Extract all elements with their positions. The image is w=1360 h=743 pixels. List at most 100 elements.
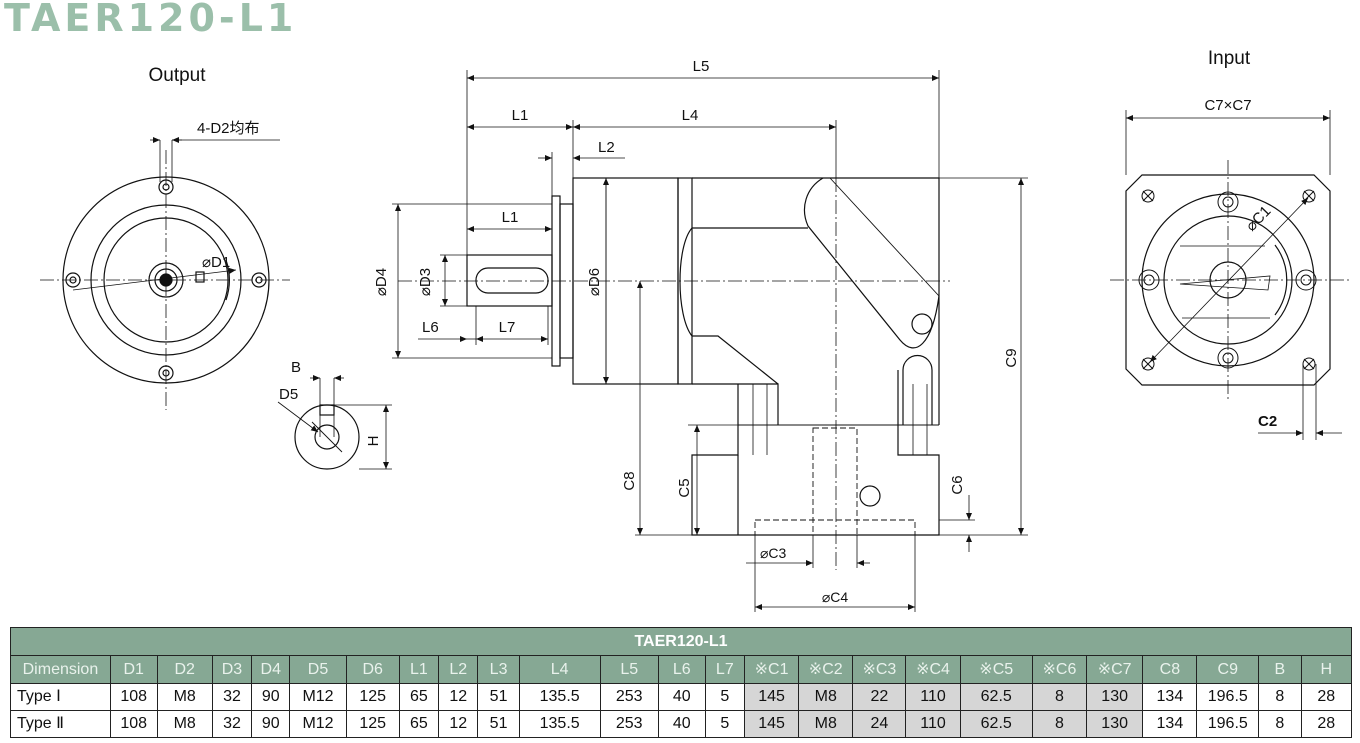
table-cell: 253 bbox=[599, 683, 659, 711]
column-header: D6 bbox=[345, 655, 400, 684]
table-cell: M8 bbox=[156, 683, 213, 711]
column-header: ※C5 bbox=[959, 655, 1033, 684]
dim-D6: ⌀D6 bbox=[586, 268, 603, 296]
column-header: D1 bbox=[109, 655, 158, 684]
row-label: Type Ⅰ bbox=[10, 683, 111, 711]
table-cell: 24 bbox=[852, 710, 907, 738]
dim-C5: C5 bbox=[676, 478, 693, 497]
table-cell: 134 bbox=[1142, 710, 1198, 738]
dim-B: B bbox=[291, 359, 301, 376]
table-cell: M8 bbox=[156, 710, 213, 738]
table-caption-row: TAER120-L1 bbox=[10, 627, 1352, 656]
column-header: D4 bbox=[251, 655, 291, 684]
column-header: D5 bbox=[289, 655, 347, 684]
table-cell: 134 bbox=[1142, 683, 1198, 711]
dim-D3: ⌀D3 bbox=[417, 268, 434, 296]
dim-L1-top: L1 bbox=[512, 107, 529, 124]
side-view: L5 L1 L4 L2 L1 L6 L7 ⌀D4 ⌀D3 bbox=[373, 58, 1028, 612]
column-header: ※C3 bbox=[852, 655, 907, 684]
row-label: Type Ⅱ bbox=[10, 710, 111, 738]
dim-H: H bbox=[365, 436, 382, 447]
table-cell: 40 bbox=[657, 683, 706, 711]
column-header: D2 bbox=[156, 655, 213, 684]
column-header: C8 bbox=[1142, 655, 1198, 684]
dim-C4: ⌀C4 bbox=[822, 589, 849, 605]
table-cell: M12 bbox=[289, 683, 347, 711]
table-cell: 196.5 bbox=[1196, 683, 1260, 711]
table-cell: 130 bbox=[1085, 710, 1144, 738]
table-cell: 32 bbox=[211, 683, 253, 711]
table-cell: 108 bbox=[109, 710, 158, 738]
column-header: Dimension bbox=[10, 655, 111, 684]
key-section: B D5 H bbox=[277, 359, 392, 470]
dim-D5: D5 bbox=[279, 386, 298, 403]
table-cell: 125 bbox=[345, 710, 400, 738]
column-header: L7 bbox=[704, 655, 745, 684]
dim-C3: ⌀C3 bbox=[760, 545, 787, 561]
table-cell: 110 bbox=[905, 710, 961, 738]
column-header: H bbox=[1300, 655, 1353, 684]
table-cell: 51 bbox=[477, 710, 520, 738]
input-view: Input ⌀C1 C7×C7 C2 bbox=[1110, 48, 1350, 440]
table-cell: 8 bbox=[1258, 710, 1302, 738]
dim-D4: ⌀D4 bbox=[373, 268, 390, 296]
table-cell: 62.5 bbox=[959, 683, 1033, 711]
table-cell: 12 bbox=[438, 683, 479, 711]
table-cell: 32 bbox=[211, 710, 253, 738]
table-cell: 51 bbox=[477, 683, 520, 711]
column-header: ※C4 bbox=[905, 655, 961, 684]
dim-D1: ⌀D1 bbox=[202, 254, 230, 271]
table-cell: 90 bbox=[251, 710, 291, 738]
dim-L2: L2 bbox=[598, 139, 615, 156]
table-cell: 8 bbox=[1031, 710, 1088, 738]
dim-C6: C6 bbox=[949, 475, 966, 494]
table-cell: M8 bbox=[798, 683, 854, 711]
column-header: B bbox=[1258, 655, 1302, 684]
column-header: L1 bbox=[398, 655, 440, 684]
dim-C8: C8 bbox=[621, 471, 638, 490]
column-header: ※C1 bbox=[743, 655, 800, 684]
table-cell: 8 bbox=[1258, 683, 1302, 711]
dim-L6: L6 bbox=[422, 319, 439, 336]
table-cell: 28 bbox=[1300, 710, 1353, 738]
table-cell: 108 bbox=[109, 683, 158, 711]
column-header: ※C7 bbox=[1085, 655, 1144, 684]
table-cell: 62.5 bbox=[959, 710, 1033, 738]
table-cell: 110 bbox=[905, 683, 961, 711]
table-cell: 12 bbox=[438, 710, 479, 738]
table-cell: 65 bbox=[398, 710, 440, 738]
table-cell: 130 bbox=[1085, 683, 1144, 711]
table-cell: 5 bbox=[704, 683, 745, 711]
table-cell: 145 bbox=[743, 683, 800, 711]
table-cell: M8 bbox=[798, 710, 854, 738]
dim-C7xC7: C7×C7 bbox=[1204, 97, 1251, 114]
table-cell: 125 bbox=[345, 683, 400, 711]
column-header: L3 bbox=[477, 655, 520, 684]
output-label: Output bbox=[148, 65, 206, 86]
hole-note: 4-D2均布 bbox=[197, 120, 260, 137]
table-cell: 5 bbox=[704, 710, 745, 738]
dim-L5: L5 bbox=[693, 58, 710, 75]
column-header: L4 bbox=[518, 655, 601, 684]
dim-L1-inner: L1 bbox=[502, 209, 519, 226]
table-cell: 196.5 bbox=[1196, 710, 1260, 738]
table-cell: 40 bbox=[657, 710, 706, 738]
dim-C1: ⌀C1 bbox=[1243, 203, 1275, 235]
dim-L7: L7 bbox=[499, 319, 516, 336]
table-cell: 135.5 bbox=[518, 710, 601, 738]
column-header: L5 bbox=[599, 655, 659, 684]
input-flange bbox=[1125, 174, 1331, 386]
output-view: Output 4-D2均布 ⌀D1 bbox=[40, 65, 290, 410]
table-cell: 28 bbox=[1300, 683, 1353, 711]
column-header: L6 bbox=[657, 655, 706, 684]
table-cell: 22 bbox=[852, 683, 907, 711]
table-cell: 145 bbox=[743, 710, 800, 738]
technical-drawing: Output 4-D2均布 ⌀D1 bbox=[40, 48, 1350, 612]
input-label: Input bbox=[1208, 48, 1251, 69]
column-header: D3 bbox=[211, 655, 253, 684]
drawing-title: TAER120-L1 bbox=[4, 0, 298, 40]
dim-L4: L4 bbox=[682, 107, 699, 124]
